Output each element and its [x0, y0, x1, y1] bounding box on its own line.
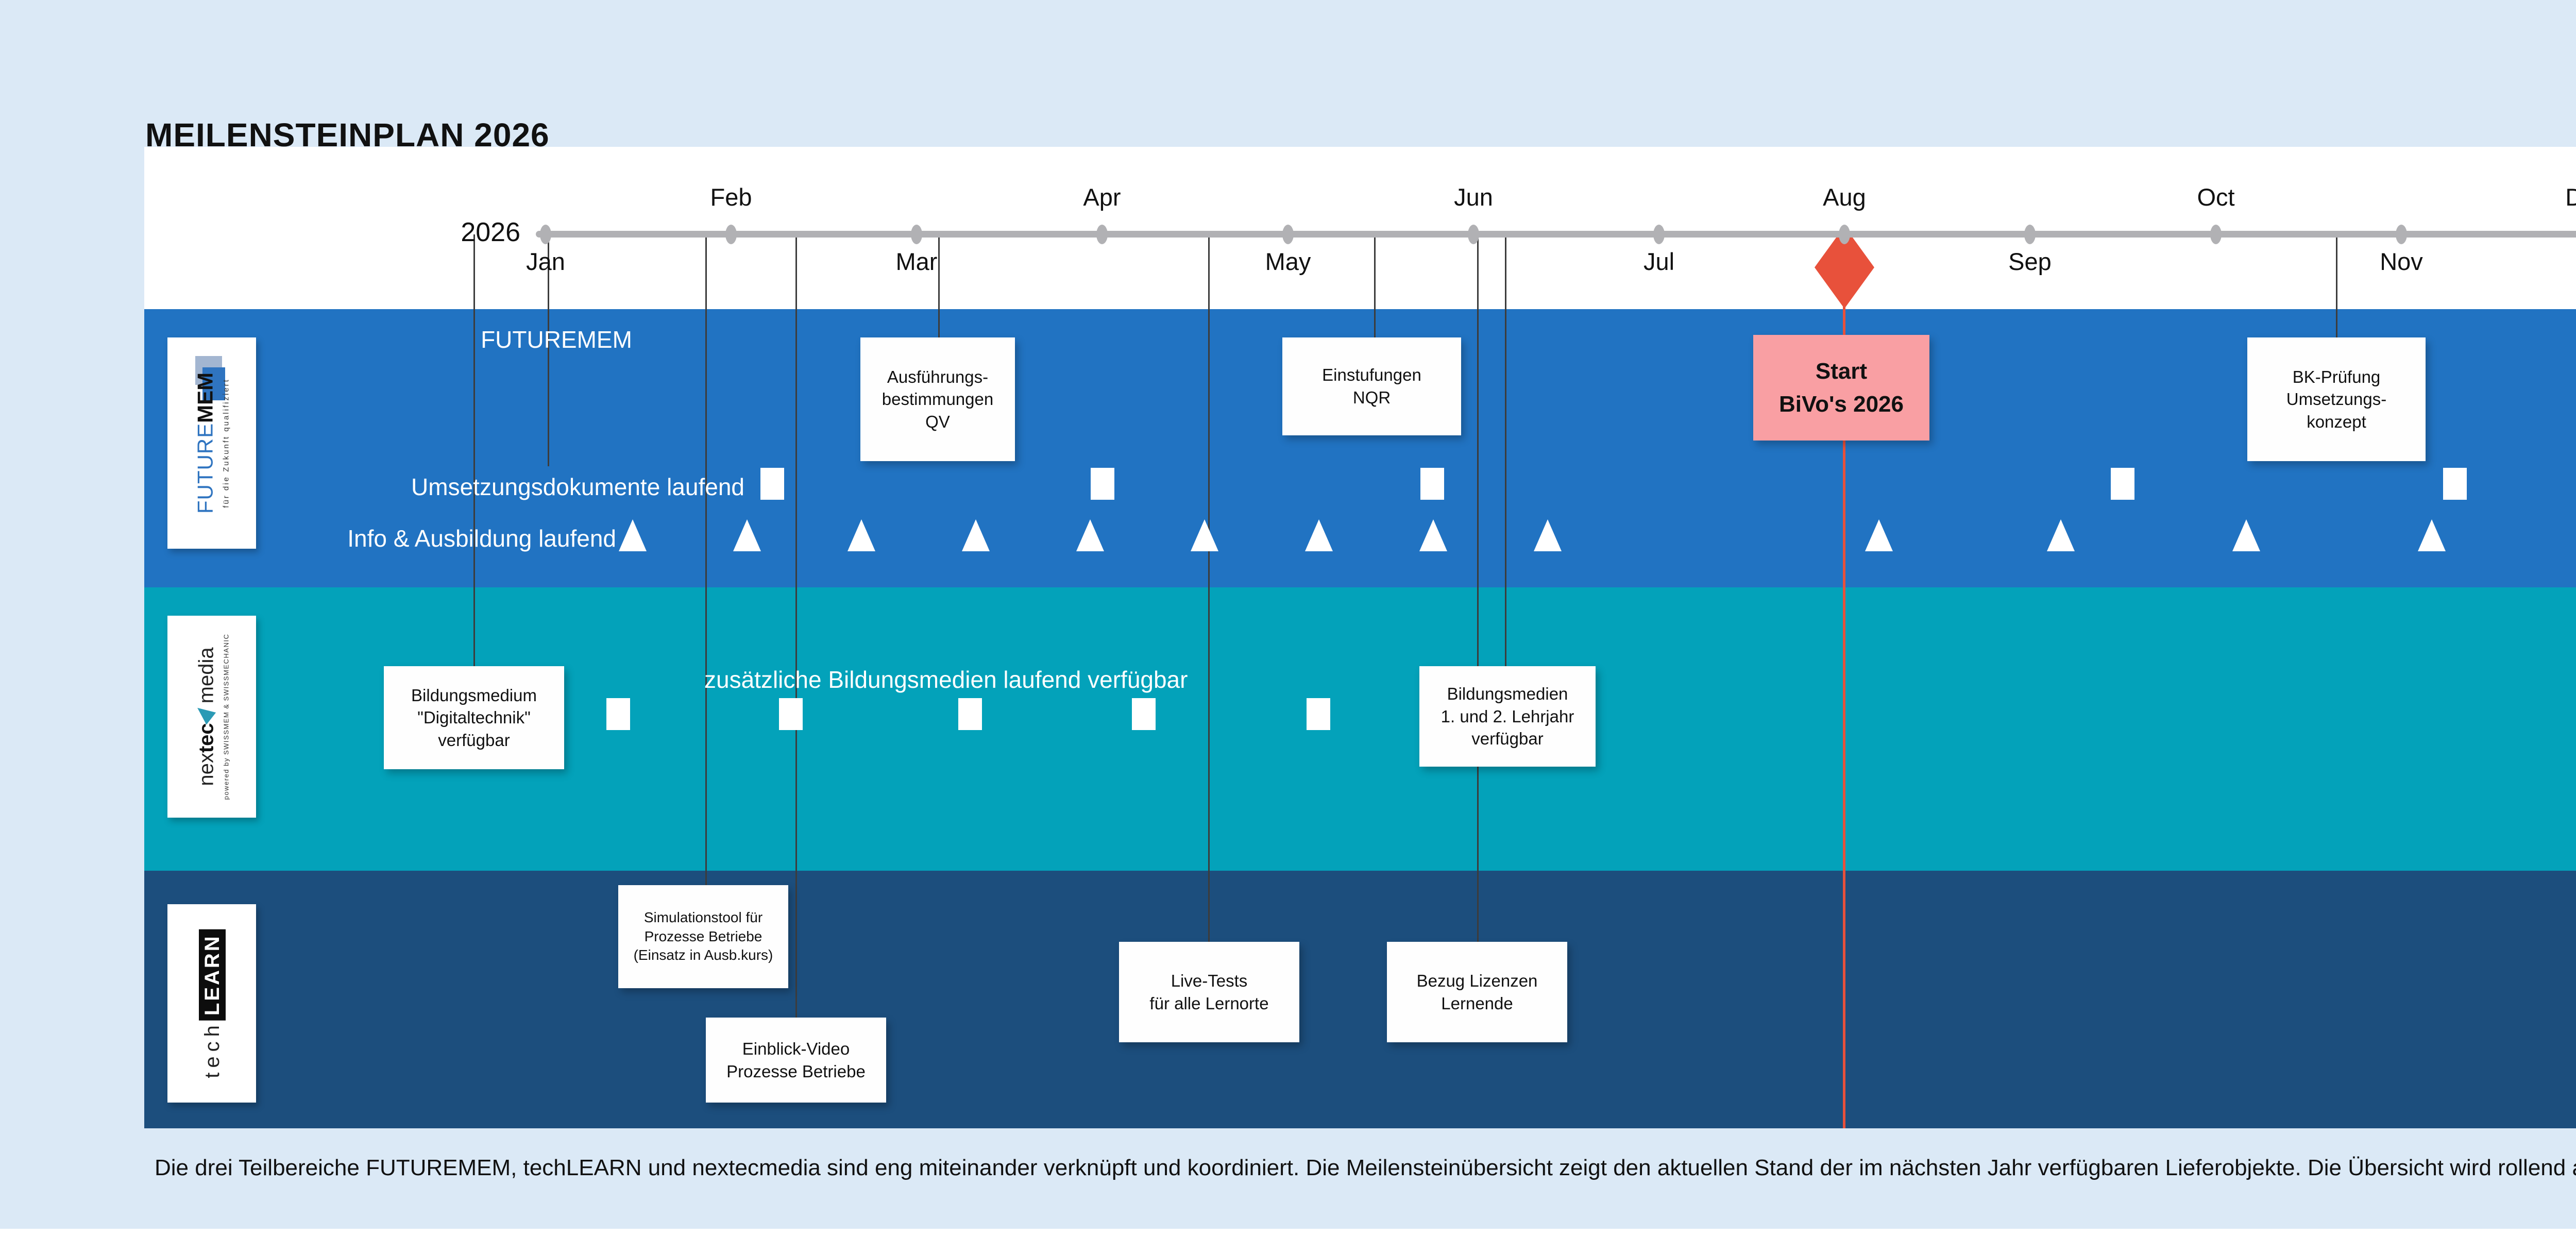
- logo-text-future: FUTURE: [193, 422, 217, 514]
- month-label-mar: Mar: [895, 248, 938, 275]
- futuremem-logo-text: FUTUREMEM für die Zukunft qualifiziert: [193, 373, 231, 514]
- ongoing-square-marker: [2443, 468, 2467, 500]
- milestone-triangle-marker: [733, 519, 761, 551]
- month-label-nov: Nov: [2380, 248, 2423, 275]
- axis-month-dot: [911, 225, 922, 244]
- milestone-triangle-marker: [1534, 519, 1562, 551]
- card-einstufungen-nqr: Einstufungen NQR: [1282, 337, 1461, 435]
- connector-line: [548, 234, 549, 466]
- nextec-arrow-icon: [192, 702, 216, 725]
- milestone-triangle-marker: [2047, 519, 2075, 551]
- month-label-may: May: [1265, 248, 1311, 275]
- logo-text-learn: LEARN: [199, 928, 226, 1021]
- month-label-dec: Dec: [2565, 183, 2576, 211]
- card-simulationstool: Simulationstool für Prozesse Betriebe (E…: [618, 885, 788, 988]
- row-label-umsetzungsdokumente: Umsetzungsdokumente laufend: [411, 473, 744, 500]
- milestone-triangle-marker: [962, 519, 990, 551]
- ongoing-square-marker: [779, 698, 803, 730]
- card-live-tests: Live-Tests für alle Lernorte: [1119, 942, 1299, 1042]
- axis-month-dot: [540, 225, 551, 244]
- logo-text-mem: MEM: [193, 372, 217, 423]
- axis-month-dot: [725, 225, 737, 244]
- row-label-zusaetzliche-bildungsmedien: zusätzliche Bildungsmedien laufend verfü…: [704, 666, 1188, 693]
- ongoing-square-marker: [760, 468, 784, 500]
- connector-line: [1477, 234, 1479, 942]
- ongoing-square-marker: [1132, 698, 1156, 730]
- month-label-sep: Sep: [2008, 248, 2052, 275]
- row-band-techlearn: [144, 871, 2576, 1128]
- connector-line: [1208, 234, 1210, 942]
- month-label-jan: Jan: [526, 248, 565, 275]
- card-ausfuehrungsbestimmungen-qv: Ausführungs- bestimmungen QV: [860, 337, 1015, 461]
- ongoing-square-marker: [1091, 468, 1114, 500]
- card-einblick-video: Einblick-Video Prozesse Betriebe: [706, 1018, 886, 1103]
- milestone-triangle-marker: [1865, 519, 1893, 551]
- futuremem-logo: FUTUREMEM für die Zukunft qualifiziert: [167, 337, 256, 549]
- axis-month-dot: [1839, 225, 1850, 244]
- nextecmedia-logo-text: nextec media powered by SWISSMEM & SWISSM…: [192, 633, 230, 800]
- milestone-triangle-marker: [2232, 519, 2260, 551]
- nextecmedia-logo: nextec media powered by SWISSMEM & SWISSM…: [167, 616, 256, 818]
- ongoing-square-marker: [2111, 468, 2134, 500]
- logo-text-tec: tec: [195, 723, 218, 753]
- logo-text-nex: nex: [195, 753, 218, 786]
- logo-text-tech: tech: [201, 1020, 224, 1078]
- row-label-info-ausbildung: Info & Ausbildung laufend: [347, 525, 616, 552]
- axis-month-dot: [1468, 225, 1479, 244]
- milestone-triangle-marker: [1191, 519, 1218, 551]
- nextecmedia-tagline: powered by SWISSMEM & SWISSMECHANIC: [222, 633, 230, 800]
- ongoing-square-marker: [958, 698, 982, 730]
- connector-line: [2336, 234, 2337, 337]
- connector-line: [705, 234, 707, 885]
- axis-month-dot: [1096, 225, 1108, 244]
- connector-line: [795, 234, 797, 1018]
- card-bezug-lizenzen: Bezug Lizenzen Lernende: [1387, 942, 1567, 1042]
- ongoing-square-marker: [1307, 698, 1330, 730]
- milestone-triangle-marker: [1305, 519, 1333, 551]
- axis-month-dot: [2210, 225, 2222, 244]
- footer-caption: Die drei Teilbereiche FUTUREMEM, techLEA…: [155, 1155, 2576, 1180]
- axis-month-dot: [2024, 225, 2036, 244]
- milestone-triangle-marker: [1076, 519, 1104, 551]
- connector-line: [1374, 234, 1376, 337]
- connector-line: [473, 234, 475, 666]
- techlearn-logo: techLEARN: [167, 904, 256, 1103]
- futuremem-logo-icon: [195, 356, 228, 401]
- axis-month-dot: [2396, 225, 2407, 244]
- row-label-futuremem: FUTUREMEM: [481, 326, 632, 353]
- milestone-triangle-marker: [1419, 519, 1447, 551]
- card-bk-pruefung-umsetzungskonzept: BK-Prüfung Umsetzungs- konzept: [2247, 337, 2426, 461]
- month-label-jul: Jul: [1643, 248, 1675, 275]
- milestone-triangle-marker: [2418, 519, 2446, 551]
- ongoing-square-marker: [606, 698, 630, 730]
- start-bivo-marker-line: [1843, 234, 1845, 1128]
- ongoing-square-marker: [1420, 468, 1444, 500]
- card-start-bivos-2026: Start BiVo's 2026: [1753, 335, 1929, 441]
- timeline-axis-2026: [536, 231, 2576, 238]
- axis-month-dot: [1282, 225, 1294, 244]
- axis-month-dot: [1653, 225, 1665, 244]
- month-label-apr: Apr: [1083, 183, 1121, 211]
- futuremem-tagline: für die Zukunft qualifiziert: [222, 378, 231, 508]
- connector-line: [1505, 234, 1506, 666]
- month-label-aug: Aug: [1823, 183, 1866, 211]
- month-label-jun: Jun: [1454, 183, 1493, 211]
- milestone-triangle-marker: [619, 519, 647, 551]
- connector-line: [938, 234, 940, 337]
- bottom-divider: [0, 1229, 2576, 1236]
- card-bildungsmedien-lehrjahr: Bildungsmedien 1. und 2. Lehrjahr verfüg…: [1419, 666, 1596, 767]
- month-label-feb: Feb: [710, 183, 752, 211]
- card-bildungsmedium-digitaltechnik: Bildungsmedium "Digitaltechnik" verfügba…: [384, 666, 564, 769]
- logo-text-media: media: [195, 647, 218, 704]
- milestone-triangle-marker: [848, 519, 875, 551]
- year-label-2026: 2026: [461, 217, 520, 247]
- month-label-oct: Oct: [2197, 183, 2235, 211]
- techlearn-logo-text: techLEARN: [199, 928, 226, 1078]
